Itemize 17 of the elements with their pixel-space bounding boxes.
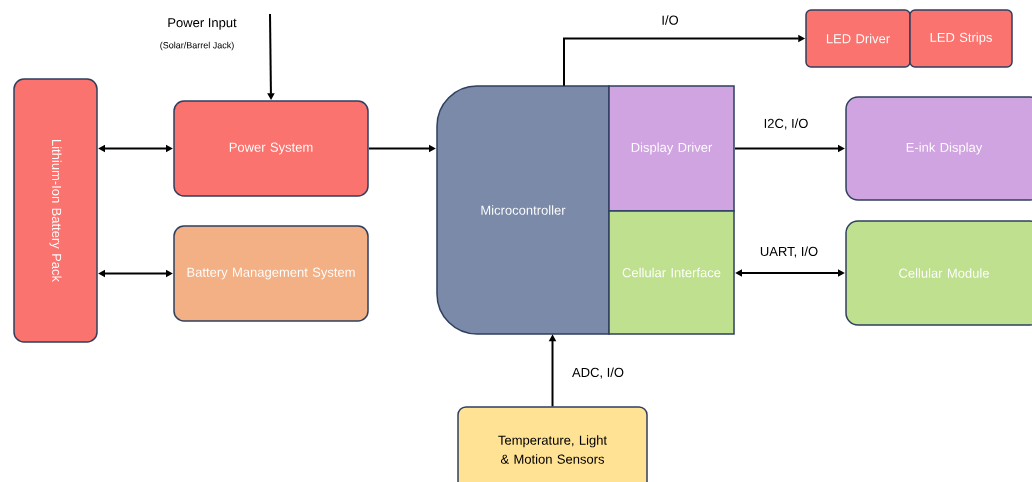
- module-block: Display Driver: [608, 85, 735, 212]
- module-box: LED Strips: [909, 9, 1013, 68]
- module-block: Cellular Interface: [608, 210, 735, 335]
- input-label: Power Input: [168, 18, 237, 30]
- module-box: LED Driver: [805, 9, 911, 68]
- process-box: Cellular Module: [845, 220, 1032, 326]
- edge-label: I/O: [662, 15, 679, 25]
- edge-label: ADC, I/O: [572, 367, 624, 379]
- microcontroller-block: Microcontroller: [436, 85, 610, 335]
- sensor-box: Temperature, Light & Motion Sensors: [457, 406, 648, 482]
- battery-pack-box: Lithium-Ion Battery Pack: [13, 78, 98, 343]
- process-box: Battery Management System: [173, 225, 369, 322]
- edge-label: UART, I/O: [760, 246, 818, 258]
- process-box: Power System: [173, 100, 369, 197]
- edge-label: I2C, I/O: [764, 118, 808, 130]
- input-note: (Solar/Barrel Jack): [160, 41, 234, 51]
- process-box: E-ink Display: [845, 96, 1032, 201]
